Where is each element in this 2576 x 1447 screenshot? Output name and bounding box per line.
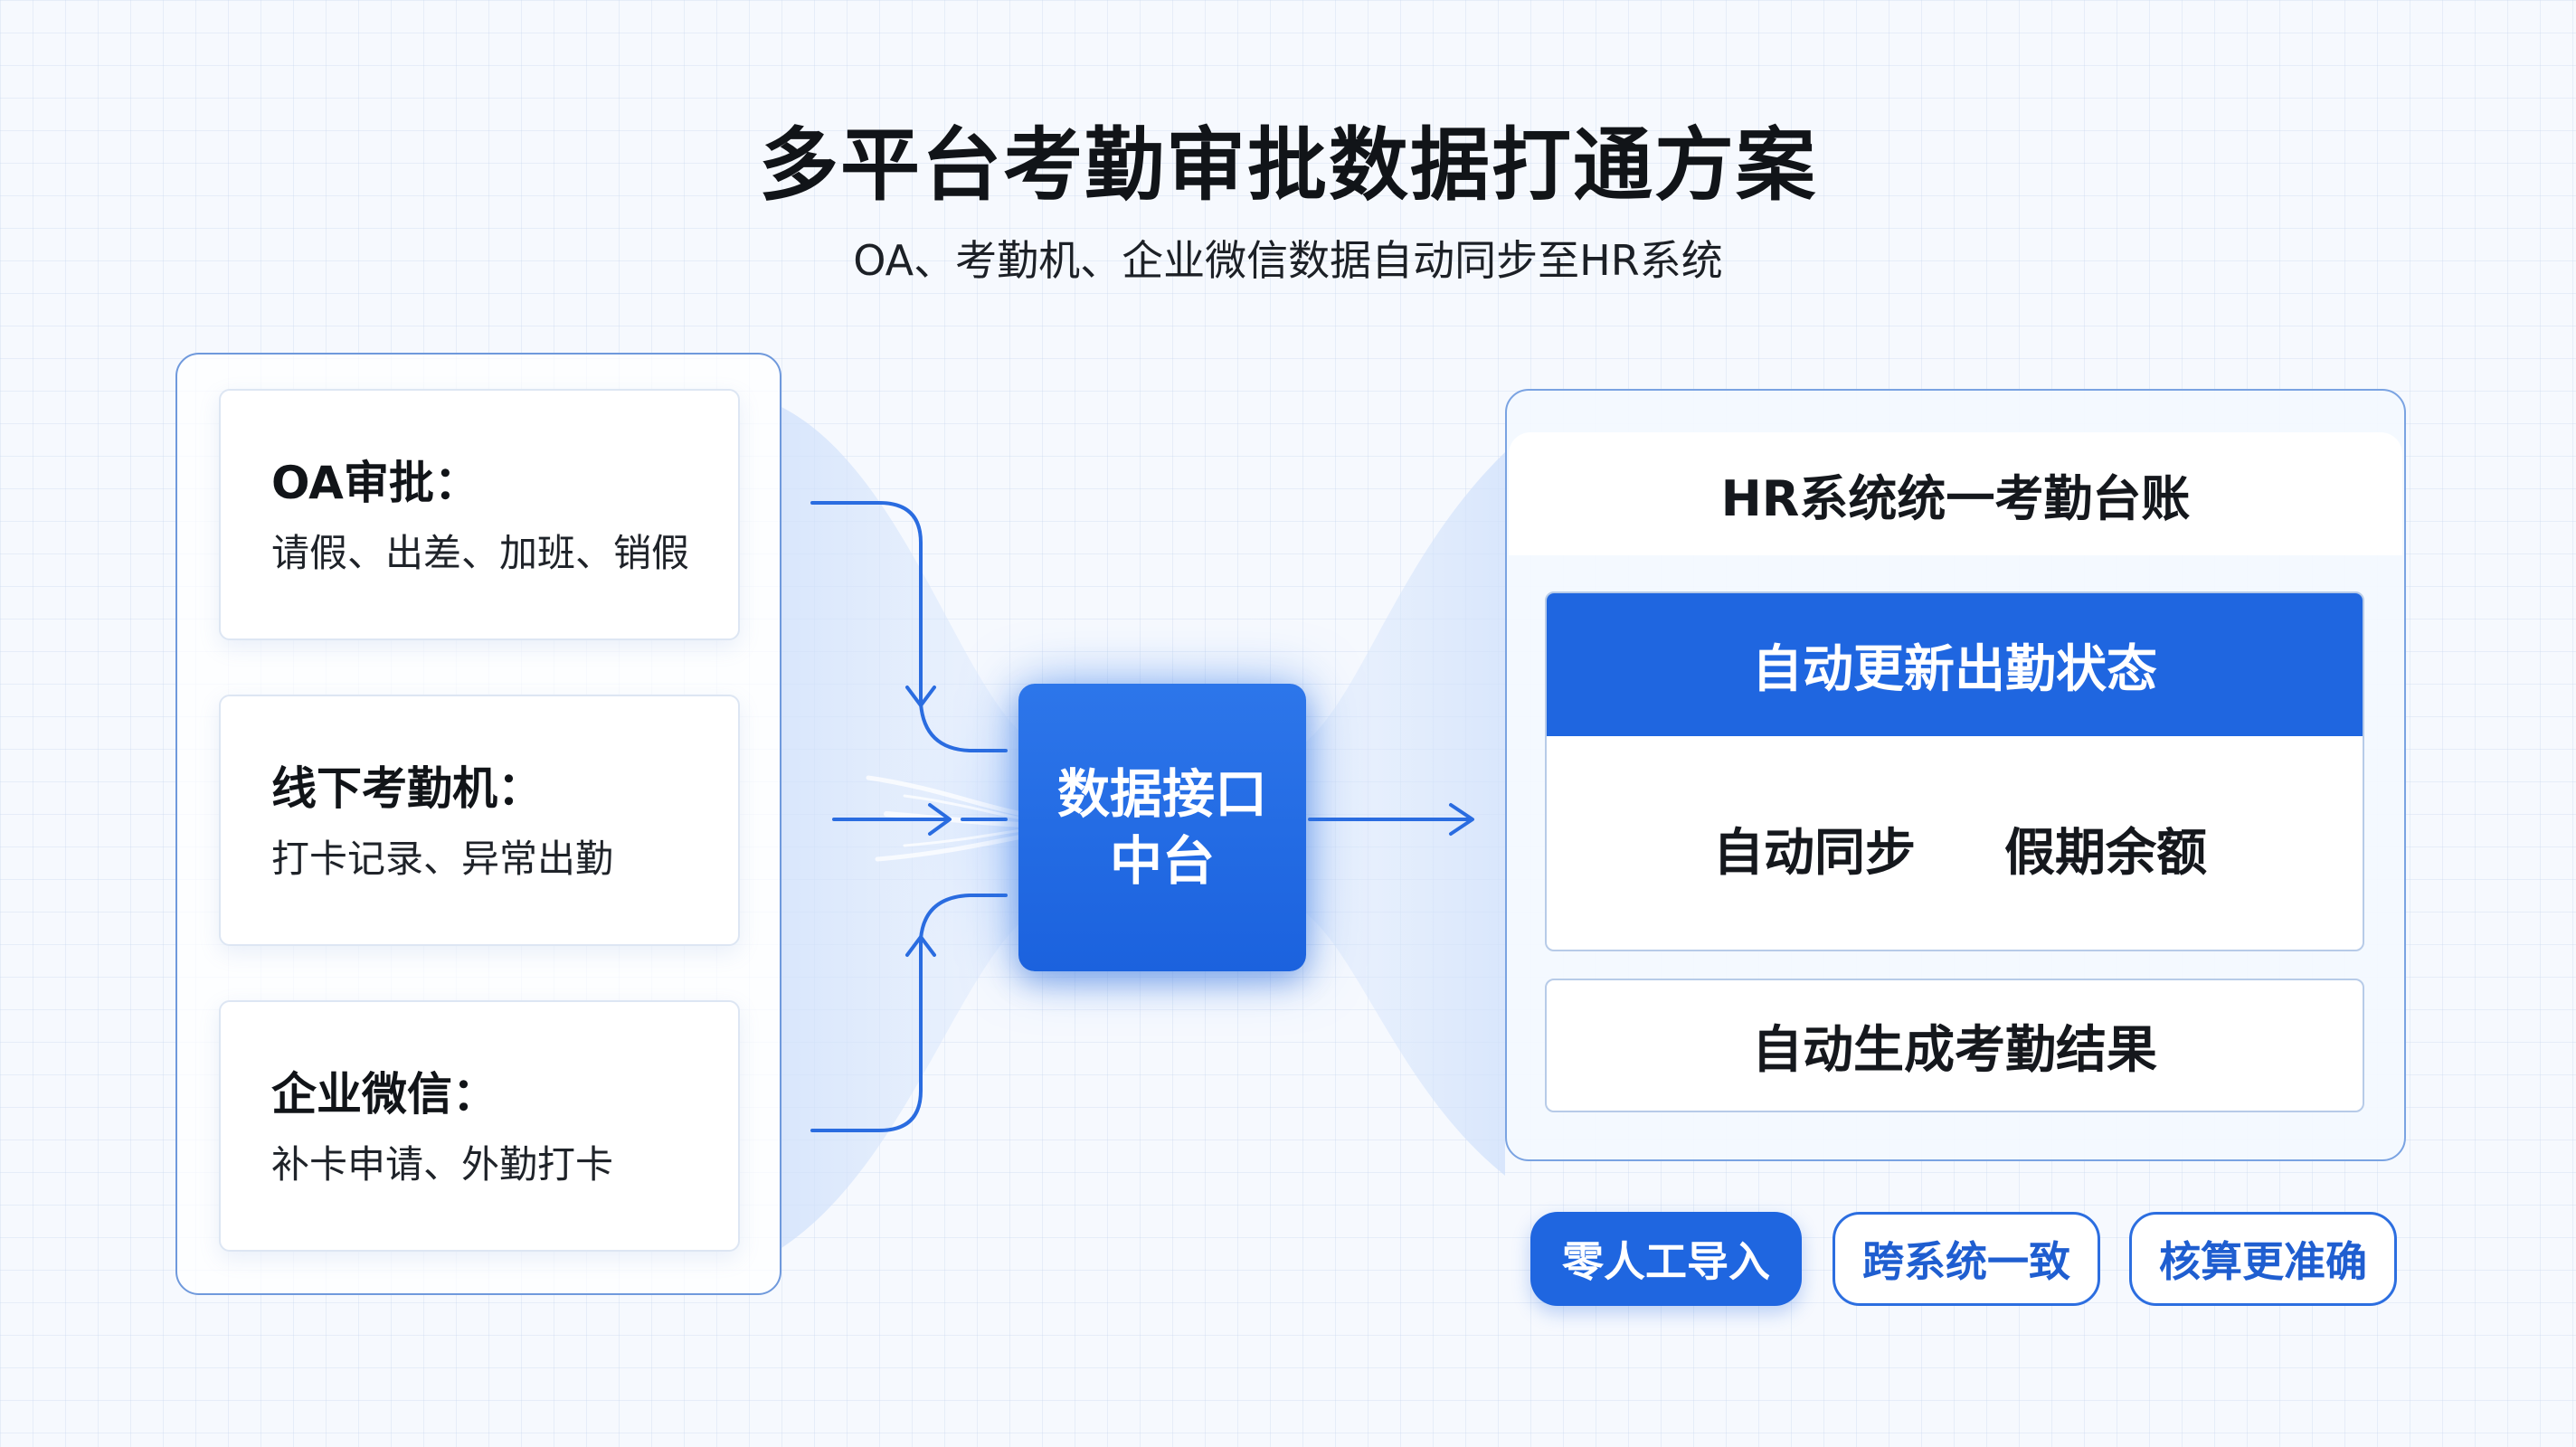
page-title: 多平台考勤审批数据打通方案 — [758, 118, 1817, 212]
hub-label-line2: 中台 — [1109, 830, 1215, 892]
source-card-title: OA审批： — [271, 457, 479, 509]
feature-auto-sync: 自动同步 — [1713, 824, 1916, 883]
attendance-result-box: 自动生成考勤结果 — [1545, 979, 2364, 1112]
page-subtitle: OA、考勤机、企业微信数据自动同步至HR系统 — [853, 236, 1723, 285]
source-card-title: 线下考勤机： — [271, 762, 543, 815]
attendance-status-title: 自动更新出勤状态 — [1547, 593, 2363, 736]
source-card-desc: 打卡记录、异常出勤 — [271, 837, 614, 881]
hr-system-header: HR系统统一考勤台账 — [1509, 432, 2402, 555]
source-card-wecom[interactable]: 企业微信： 补卡申请、外勤打卡 — [219, 1000, 740, 1252]
arrow-wecom-to-hub — [810, 937, 923, 1132]
benefit-pill-accurate-calculation[interactable]: 核算更准确 — [2129, 1212, 2397, 1306]
source-card-oa[interactable]: OA审批： 请假、出差、加班、销假 — [219, 389, 740, 640]
attendance-status-box: 自动更新出勤状态 自动同步 假期余额 — [1545, 591, 2364, 951]
data-interface-hub[interactable]: 数据接口 中台 — [1018, 684, 1306, 971]
benefit-pill-cross-system-consistency[interactable]: 跨系统一致 — [1833, 1212, 2100, 1306]
hub-label-line1: 数据接口 — [1056, 763, 1267, 825]
benefit-pill-zero-manual-import[interactable]: 零人工导入 — [1530, 1212, 1802, 1306]
feature-leave-balance: 假期余额 — [2004, 824, 2207, 883]
arrow-oa-to-hub — [810, 501, 923, 705]
source-card-desc: 请假、出差、加班、销假 — [271, 531, 690, 575]
source-card-title: 企业微信： — [271, 1068, 497, 1121]
source-card-desc: 补卡申请、外勤打卡 — [271, 1142, 614, 1187]
source-card-attendance-machine[interactable]: 线下考勤机： 打卡记录、异常出勤 — [219, 695, 740, 946]
